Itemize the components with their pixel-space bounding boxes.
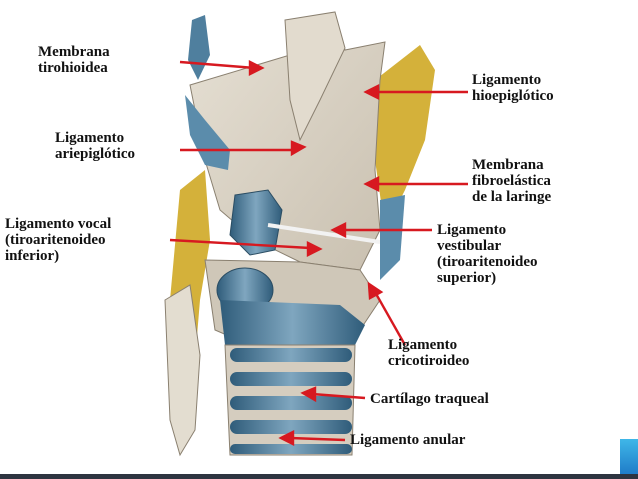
hyoid-cartilage	[188, 15, 210, 80]
arrow-membrana-tirohioidea	[179, 60, 256, 70]
arrowhead-hioepiglotico	[363, 84, 380, 100]
cricoid-cartilage	[220, 300, 365, 345]
vocal-ligament-line	[267, 223, 381, 244]
tracheal-ring-2	[230, 372, 352, 386]
arrowhead-cricotiroideo	[367, 281, 384, 300]
label-membrana-fibroelastica: Membrana fibroelástica de la laringe	[472, 157, 552, 205]
label-membrana-tirohioidea: Membrana tirohioidea	[38, 44, 110, 76]
label-ligamento-vestibular: Ligamento vestibular (tiroaritenoideo su…	[437, 222, 538, 286]
arrow-cricotiroideo	[373, 291, 407, 346]
label-ligamento-cricotiroideo: Ligamento cricotiroideo	[388, 337, 470, 369]
slide-bottom-bar	[0, 474, 638, 479]
arrow-vocal	[169, 238, 311, 250]
tracheal-ring-4	[230, 420, 352, 434]
label-cartilago-traqueal: Cartílago traqueal	[370, 391, 489, 407]
arytenoid-cartilage	[229, 189, 283, 256]
label-ligamento-ariepiglotico: Ligamento ariepiglótico	[55, 130, 135, 162]
arrowhead-fibroelastica	[363, 176, 380, 192]
epiglottis	[284, 11, 346, 142]
tracheal-ring-3	[230, 396, 352, 410]
label-ligamento-hioepiglotico: Ligamento hioepiglótico	[472, 72, 554, 104]
thyroid-cartilage-edge	[380, 195, 405, 280]
arrow-anular	[289, 436, 346, 442]
tracheal-ring-1	[230, 348, 352, 362]
arrowhead-vestibular	[330, 222, 347, 238]
label-ligamento-anular: Ligamento anular	[350, 432, 466, 448]
leader-arrows	[169, 60, 468, 446]
slide-corner-accent	[620, 439, 638, 479]
label-ligamento-vocal: Ligamento vocal (tiroaritenoideo inferio…	[5, 216, 112, 264]
arrowhead-vocal	[306, 241, 323, 257]
tracheal-ring-5	[230, 444, 352, 454]
arrowhead-ariepiglotico	[290, 140, 307, 157]
posterior-wall	[164, 284, 201, 457]
arrow-traqueal	[311, 392, 366, 400]
arrowhead-anular	[278, 430, 295, 446]
arrowhead-traqueal	[300, 386, 317, 403]
epiglottic-cartilage	[185, 95, 230, 170]
arrowhead-membrana-tirohioidea	[248, 60, 265, 76]
